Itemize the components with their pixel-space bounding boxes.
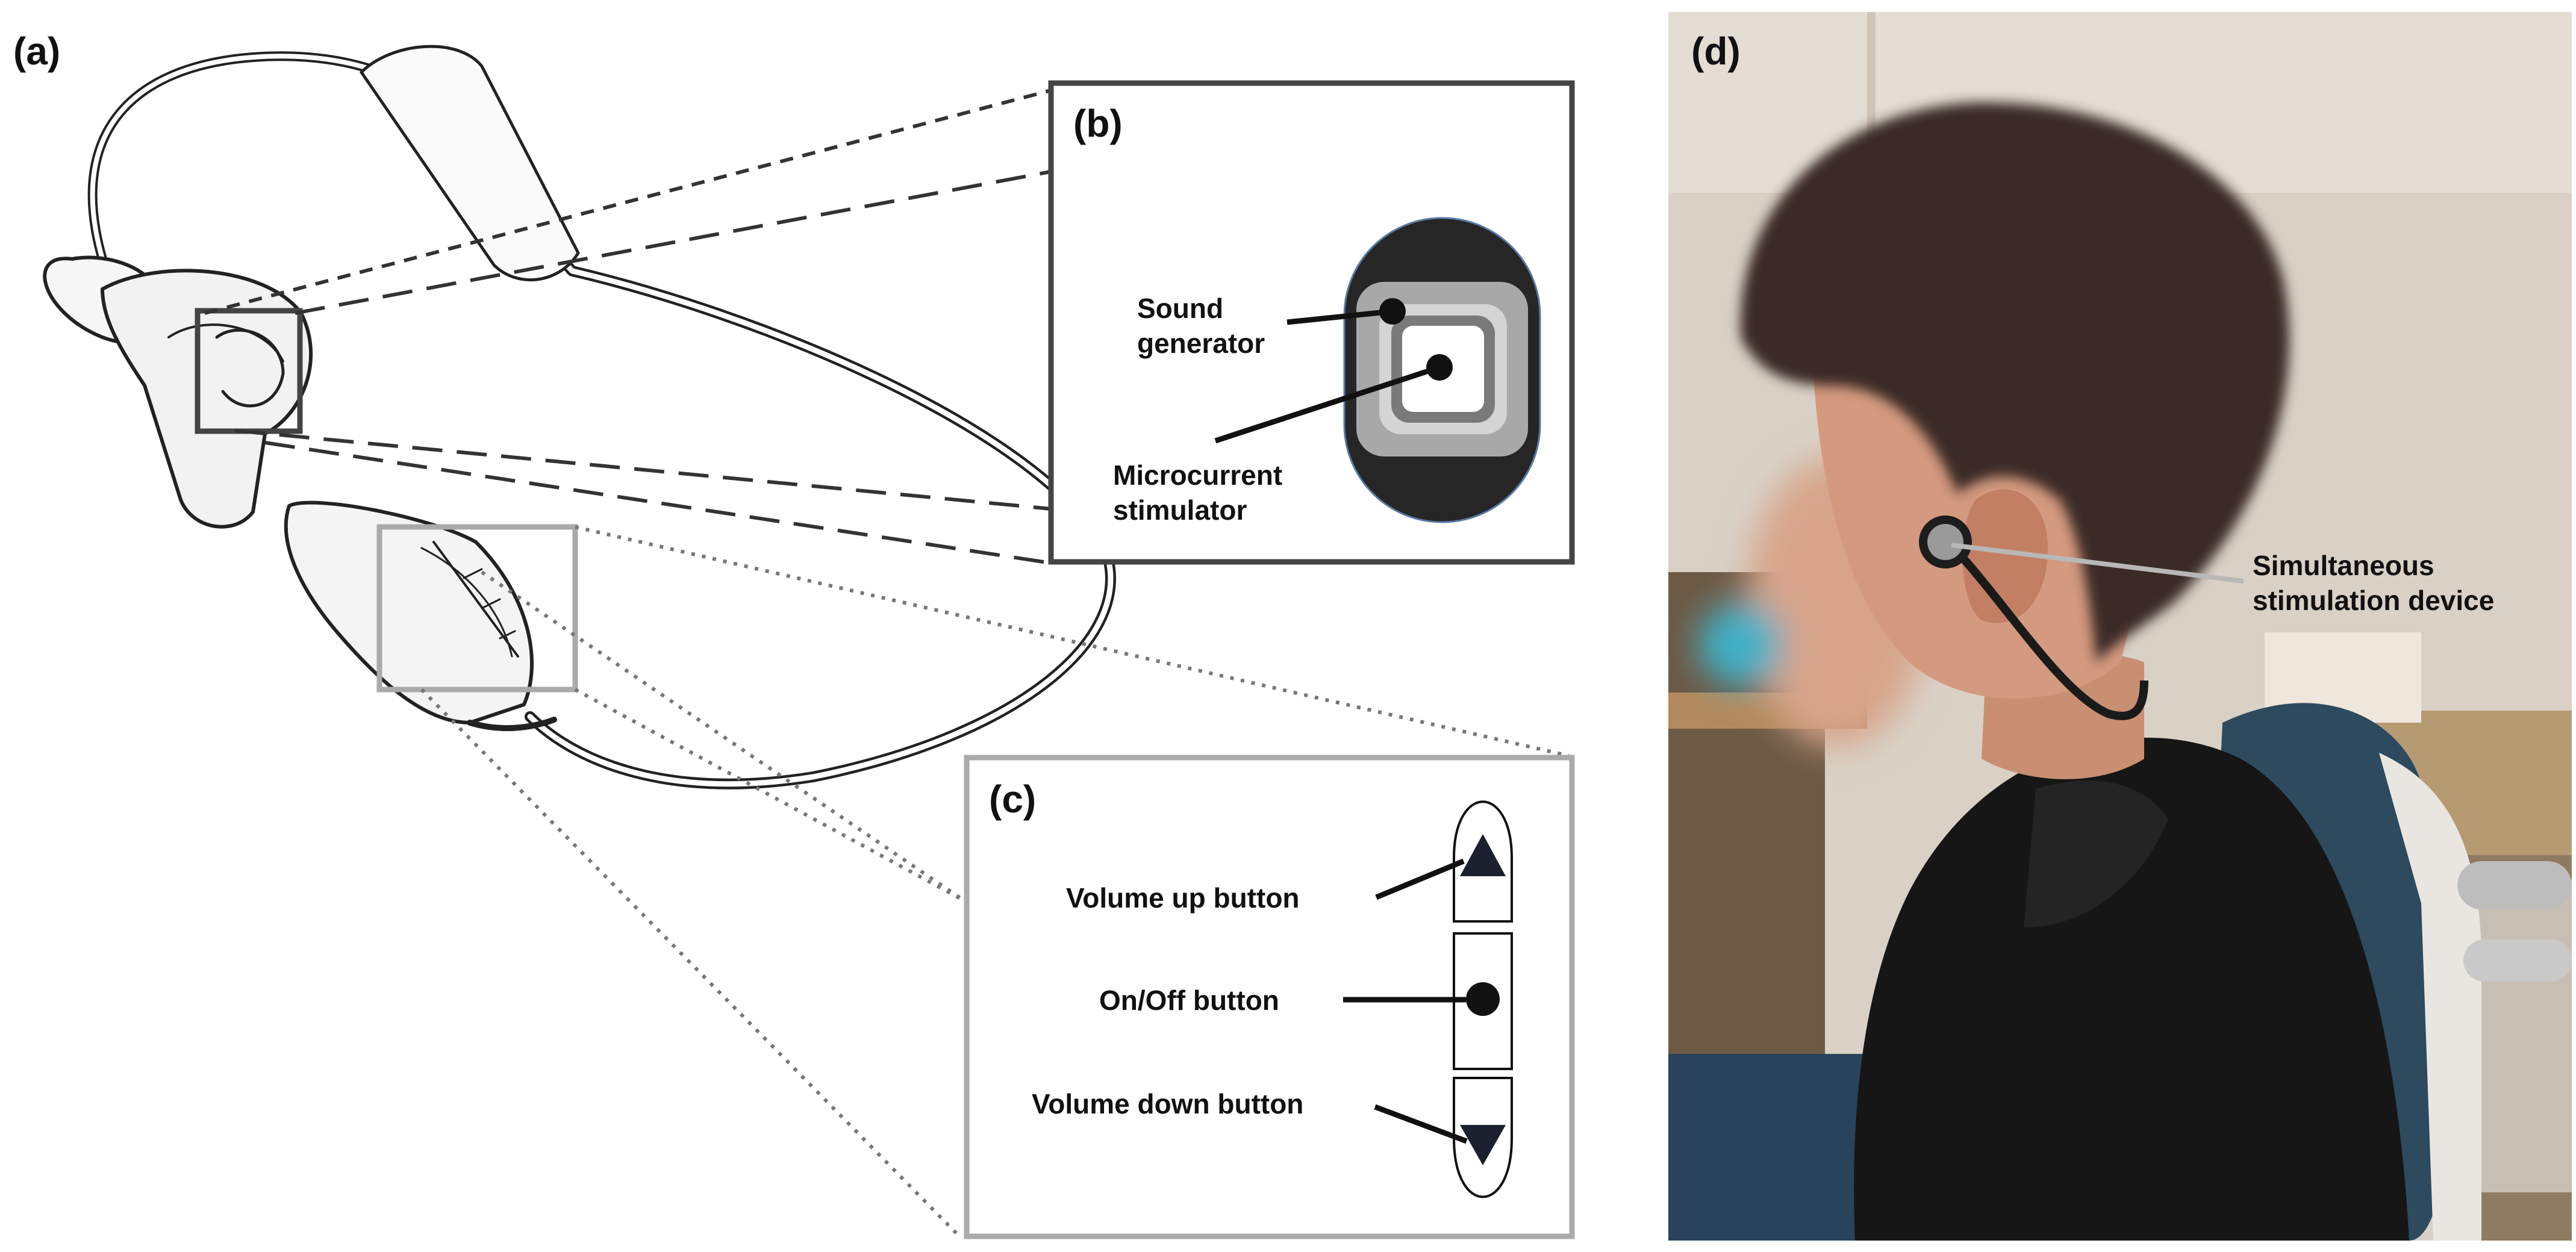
on-off-dot	[1466, 982, 1500, 1016]
panel-b-label: (b)	[1073, 102, 1123, 145]
volume-up-label: Volume up button	[1066, 882, 1300, 914]
headset-drawing	[43, 45, 1116, 790]
panel-c-label: (c)	[989, 777, 1037, 821]
microcurrent-stimulator-label: Microcurrent stimulator	[1113, 459, 1283, 526]
device-callout-line	[1951, 543, 2244, 584]
volume-down-label: Volume down button	[1032, 1088, 1304, 1120]
subject-photo	[1668, 12, 2572, 1241]
device-callout-label: Simultaneous stimulation device	[2253, 550, 2495, 616]
sound-generator-dot	[1379, 298, 1406, 325]
on-off-label: On/Off button	[1099, 985, 1279, 1016]
panel-a-label: (a)	[13, 30, 61, 73]
sound-generator-pointer	[1286, 308, 1393, 325]
zoom-box-controls	[376, 524, 578, 693]
volume-down-pointer	[1374, 1104, 1468, 1144]
leader-lines-b	[204, 89, 1052, 565]
leader-lines-c	[420, 525, 1570, 1236]
panel-d-label: (d)	[1691, 30, 1741, 73]
volume-down-triangle	[1460, 1125, 1506, 1165]
microcurrent-pointer	[1214, 364, 1441, 444]
microcurrent-dot	[1426, 354, 1453, 381]
volume-up-pointer	[1375, 858, 1465, 900]
volume-up-triangle	[1460, 834, 1506, 876]
sound-generator-label: Sound generator	[1137, 293, 1265, 359]
